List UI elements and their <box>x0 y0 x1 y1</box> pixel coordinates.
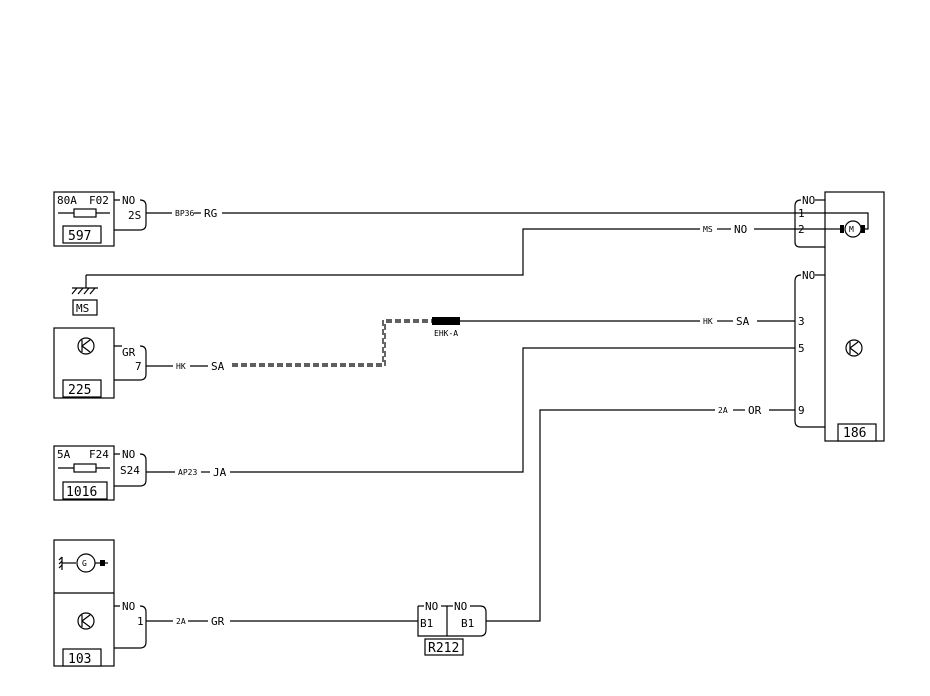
r212-pin-right: B1 <box>461 617 474 630</box>
fuse-id-597: F02 <box>89 194 109 207</box>
connector-label-225: GR <box>122 346 136 359</box>
ground-label: MS <box>76 302 89 315</box>
wire-code-2a-or: 2A <box>718 406 728 415</box>
wire-bp36: BP36 RG <box>146 207 795 220</box>
connector-1016 <box>114 453 147 487</box>
fuse-rating-597: 80A <box>57 194 77 207</box>
component-1016: 5A F24 1016 NO S24 <box>53 445 147 501</box>
pin-label-1016: S24 <box>120 464 140 477</box>
motor-label: M <box>849 225 854 234</box>
generator-icon-103: G <box>58 553 108 573</box>
fuse-rating-1016: 5A <box>57 448 71 461</box>
connector-r212: NO NO B1 B1 R212 <box>417 600 487 656</box>
component-103: G 103 NO 1 <box>53 539 147 667</box>
pin-label-103: 1 <box>137 615 144 628</box>
wire-code-ap23: AP23 <box>178 468 197 477</box>
r212-id: R212 <box>428 641 459 656</box>
pin-label-597: 2S <box>128 209 141 222</box>
splice-label: EHK-A <box>434 329 458 338</box>
splice-ehk-a: EHK-A <box>432 317 460 338</box>
pin-186-5: 5 <box>798 342 805 355</box>
sensor-icon-225 <box>77 337 95 355</box>
wire-color-2a-or: OR <box>748 404 762 417</box>
connector-597 <box>114 199 147 231</box>
connector-label-597: NO <box>122 194 135 207</box>
connector-label-1016: NO <box>122 448 135 461</box>
wire-color-hk-225: SA <box>211 360 225 373</box>
wire-2a-or: 2A OR <box>486 404 795 622</box>
r212-pin-left: B1 <box>420 617 433 630</box>
wire-code-bp36: BP36 <box>175 209 194 218</box>
pin-186-3: 3 <box>798 315 805 328</box>
wire-2a-gr: 2A GR <box>146 615 418 628</box>
connector-103 <box>114 605 147 649</box>
wire-code-hk-186: HK <box>703 317 713 326</box>
pin-186-9: 9 <box>798 404 805 417</box>
component-186: NO 1 2 M NO 3 5 9 186 <box>794 191 885 442</box>
component-id-1016: 1016 <box>66 485 97 500</box>
wire-color-ms: NO <box>734 223 747 236</box>
component-225: 225 GR 7 <box>53 327 147 399</box>
fuse-symbol-1016 <box>73 463 97 473</box>
sensor-icon-186 <box>845 339 863 357</box>
wire-code-ms: MS <box>703 225 713 234</box>
wire-ap23: AP23 JA <box>146 347 795 479</box>
sensor-icon-103 <box>77 612 95 630</box>
wire-code-hk-225: HK <box>176 362 186 371</box>
fuse-symbol-597 <box>73 208 97 218</box>
pin-label-225: 7 <box>135 360 142 373</box>
connector-label-103: NO <box>122 600 135 613</box>
wire-hk-sa-186: HK SA <box>460 315 795 328</box>
wire-hk-sa-225: HK SA <box>146 319 432 373</box>
wire-color-ap23: JA <box>213 466 227 479</box>
component-id-225: 225 <box>68 383 91 398</box>
wire-ms-no: MS NO <box>86 223 795 276</box>
motor-icon-186: M <box>825 212 869 238</box>
component-id-103: 103 <box>68 652 91 667</box>
wire-color-hk-186: SA <box>736 315 750 328</box>
wire-code-2a-gr: 2A <box>176 617 186 626</box>
component-id-597: 597 <box>68 229 91 244</box>
fuse-id-1016: F24 <box>89 448 109 461</box>
r212-conn-left: NO <box>425 600 438 613</box>
wire-color-bp36: RG <box>204 207 217 220</box>
component-597: 80A F02 597 NO 2S <box>53 191 147 247</box>
connector-label-186-b: NO <box>802 269 815 282</box>
r212-conn-right: NO <box>454 600 467 613</box>
connector-225 <box>114 345 147 381</box>
connector-label-186-a: NO <box>802 194 815 207</box>
generator-label: G <box>82 559 87 568</box>
ground-ms: MS <box>71 275 98 316</box>
component-id-186: 186 <box>843 426 866 441</box>
wire-color-2a-gr: GR <box>211 615 225 628</box>
